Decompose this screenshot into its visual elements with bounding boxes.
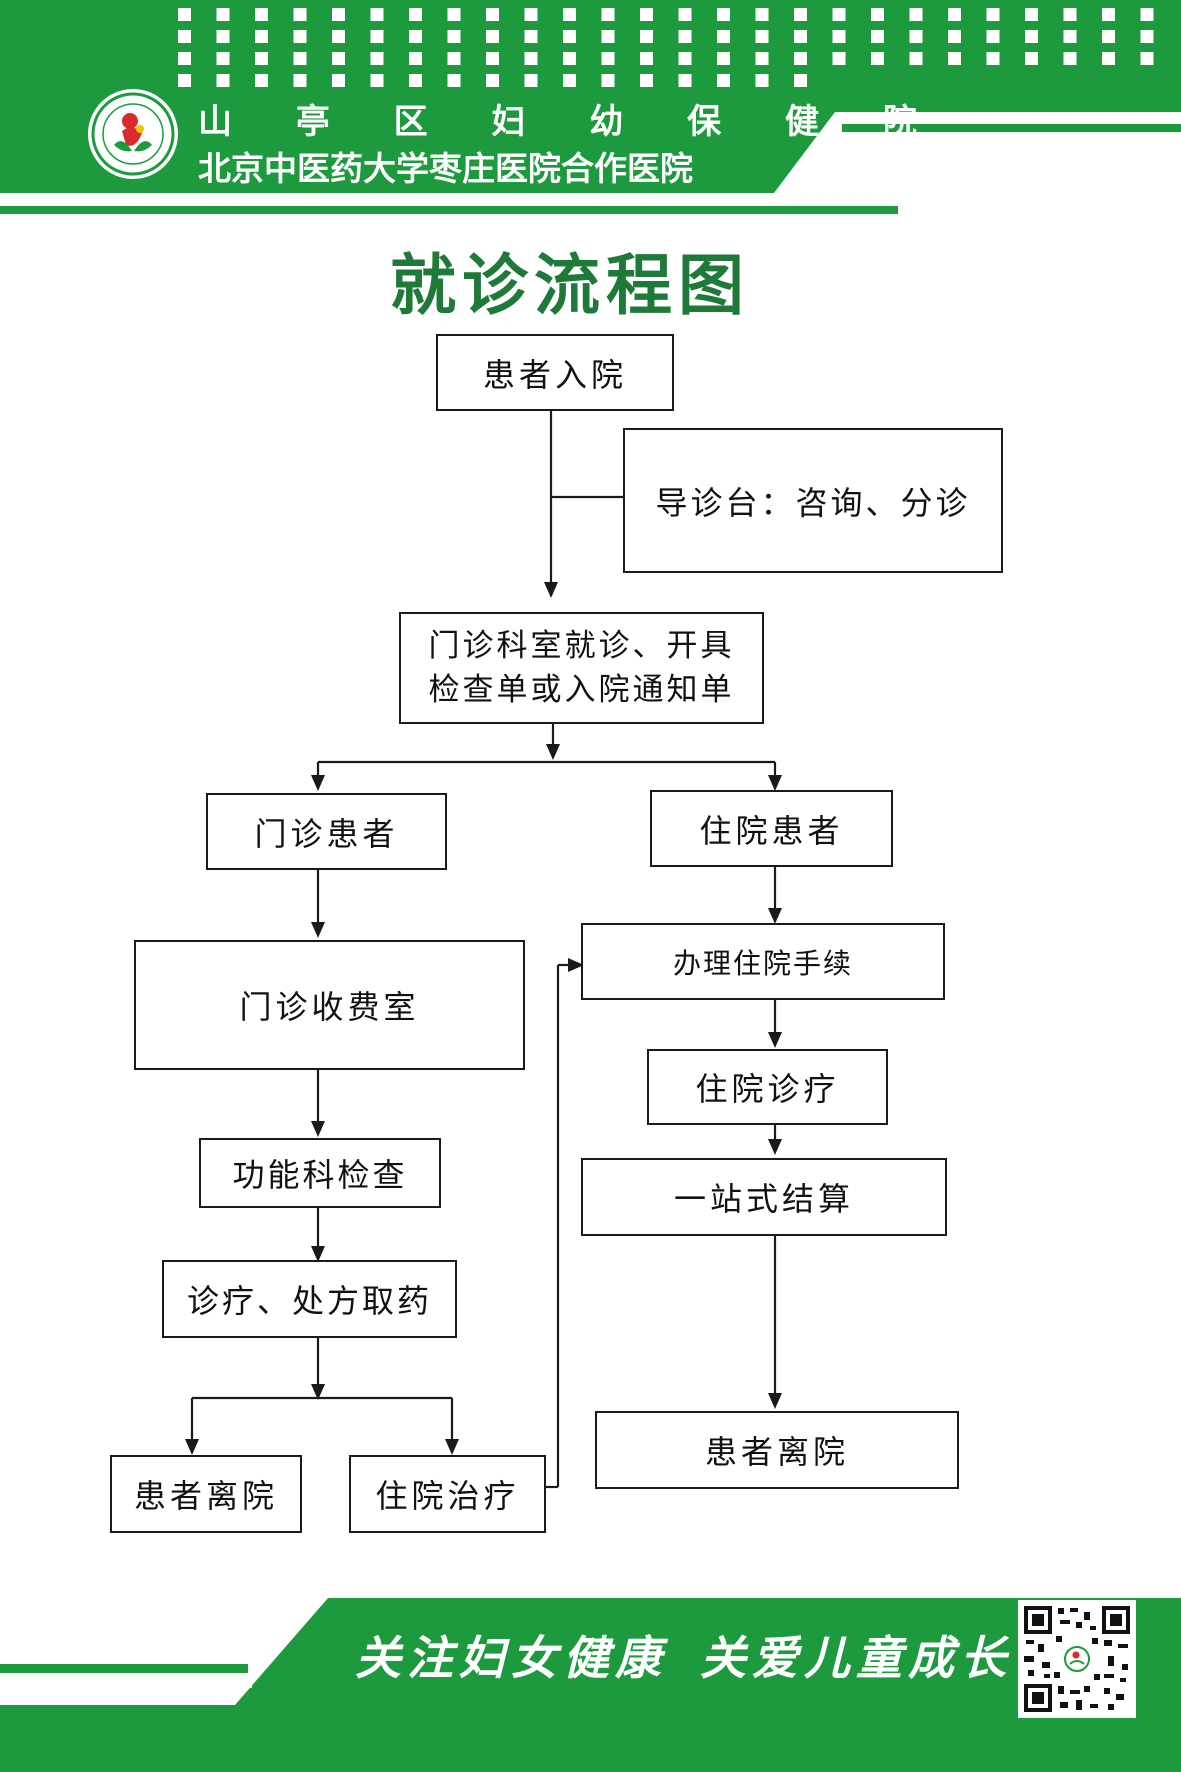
hospital-logo-icon (86, 87, 180, 181)
slogan-children-growth: 关爱儿童成长 (700, 1631, 1012, 1685)
flow-arrowheads (185, 582, 782, 1455)
flow-node-outpatient-cashier: 门诊收费室 (134, 940, 525, 1070)
flow-node-label: 患者离院 (133, 1477, 278, 1515)
flow-node-label: 住院患者 (699, 811, 844, 850)
flow-node-label: 门诊收费室 (239, 988, 420, 1026)
flow-node-treatment-prescription: 诊疗、处方取药 (162, 1260, 457, 1338)
flow-node-label: 办理住院手续 (672, 946, 853, 980)
flow-node-label: 门诊患者 (254, 814, 399, 853)
header-right-stripe (842, 124, 1181, 132)
flow-node-label: 住院治疗 (375, 1477, 520, 1515)
page-title: 就诊流程图 (390, 247, 750, 324)
flow-node-functional-exam: 功能科检查 (199, 1138, 441, 1208)
flow-node-guide-desk: 导诊台：咨询、分诊 (623, 428, 1003, 573)
flow-node-label: 住院诊疗 (695, 1070, 840, 1108)
flow-node-outpatient-patient: 门诊患者 (206, 793, 447, 870)
partner-hospital-name: 北京中医药大学枣庄医院合作医院 (198, 149, 693, 188)
footer-left-stripe-gap (0, 1682, 252, 1688)
slogan-women-health: 关注妇女健康 (355, 1631, 667, 1685)
flow-node-label: 患者离院 (704, 1433, 849, 1471)
flow-node-label-line1: 门诊科室就诊、开具 (428, 628, 735, 664)
footer-band (0, 1598, 1181, 1772)
flow-node-label: 诊疗、处方取药 (186, 1282, 432, 1320)
flow-node-patient-admission: 患者入院 (436, 334, 674, 411)
flow-node-patient-discharge-right: 患者离院 (595, 1411, 959, 1489)
header-dot-pattern (178, 8, 1154, 87)
flow-node-hospitalization-treatment: 住院治疗 (349, 1455, 546, 1533)
flow-node-label: 功能科检查 (232, 1156, 408, 1194)
flow-node-admission-procedures: 办理住院手续 (581, 923, 945, 1000)
header-band (0, 0, 1181, 193)
flow-node-patient-discharge-left: 患者离院 (110, 1455, 302, 1533)
flow-node-label: 患者入院 (482, 355, 627, 394)
flow-node-label: 导诊台：咨询、分诊 (655, 483, 971, 522)
flow-node-inpatient-patient: 住院患者 (650, 790, 893, 867)
flow-node-inpatient-treatment: 住院诊疗 (647, 1049, 888, 1125)
flow-node-outpatient-consult: 门诊科室就诊、开具 检查单或入院通知单 (399, 612, 764, 724)
qr-code-icon (1018, 1600, 1136, 1718)
footer-left-stripe (0, 1664, 248, 1673)
flow-connectors (190, 411, 777, 1489)
flow-node-label-line2: 检查单或入院通知单 (428, 672, 735, 708)
header-underline (0, 206, 898, 214)
flow-node-label: 一站式结算 (673, 1180, 854, 1218)
hospital-name: 山 亭 区 妇 幼 保 健 院 (198, 102, 943, 142)
flow-node-one-stop-settlement: 一站式结算 (581, 1158, 947, 1236)
